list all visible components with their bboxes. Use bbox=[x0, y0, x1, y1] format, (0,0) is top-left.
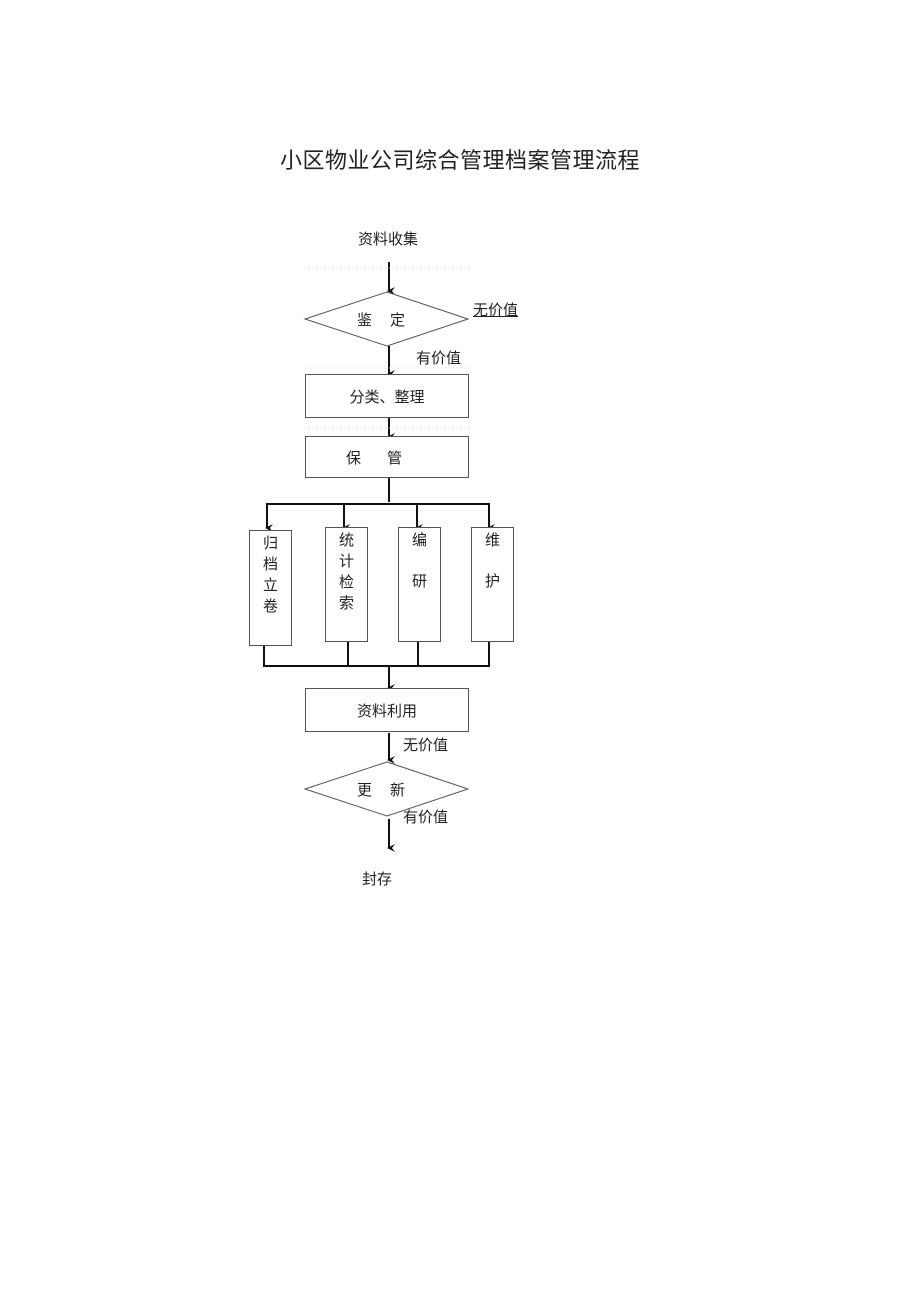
archive-box: 归档立卷 bbox=[249, 530, 292, 646]
classify-box: 分类、整理 bbox=[305, 374, 469, 418]
use-label: 资料利用 bbox=[356, 701, 417, 720]
page-title: 小区物业公司综合管理档案管理流程 bbox=[279, 149, 640, 174]
update-has-value-label: 有价值 bbox=[403, 808, 449, 826]
identify-label: 鉴定 bbox=[356, 311, 423, 329]
maintain-box: 维护 bbox=[471, 527, 514, 642]
classify-label: 分类、整理 bbox=[349, 387, 425, 406]
use-box: 资料利用 bbox=[305, 688, 469, 732]
identify-has-value-label: 有价值 bbox=[416, 349, 462, 367]
archive-label: 归档立卷 bbox=[261, 535, 279, 619]
stats-box: 统计检索 bbox=[325, 527, 368, 642]
stats-label: 统计检索 bbox=[337, 532, 355, 616]
update-label: 更新 bbox=[356, 781, 423, 799]
identify-diamond bbox=[303, 291, 470, 347]
store-box: 保管 bbox=[305, 436, 469, 478]
update-diamond bbox=[303, 761, 470, 817]
edit-box: 编研 bbox=[398, 527, 441, 642]
identify-no-value-label: 无价值 bbox=[473, 301, 519, 319]
seal-label: 封存 bbox=[362, 870, 393, 888]
maintain-label: 维护 bbox=[483, 532, 501, 614]
use-no-value-label: 无价值 bbox=[403, 736, 449, 754]
edit-label: 编研 bbox=[410, 532, 428, 614]
store-label: 保管 bbox=[345, 448, 428, 467]
collect-label: 资料收集 bbox=[358, 230, 419, 248]
